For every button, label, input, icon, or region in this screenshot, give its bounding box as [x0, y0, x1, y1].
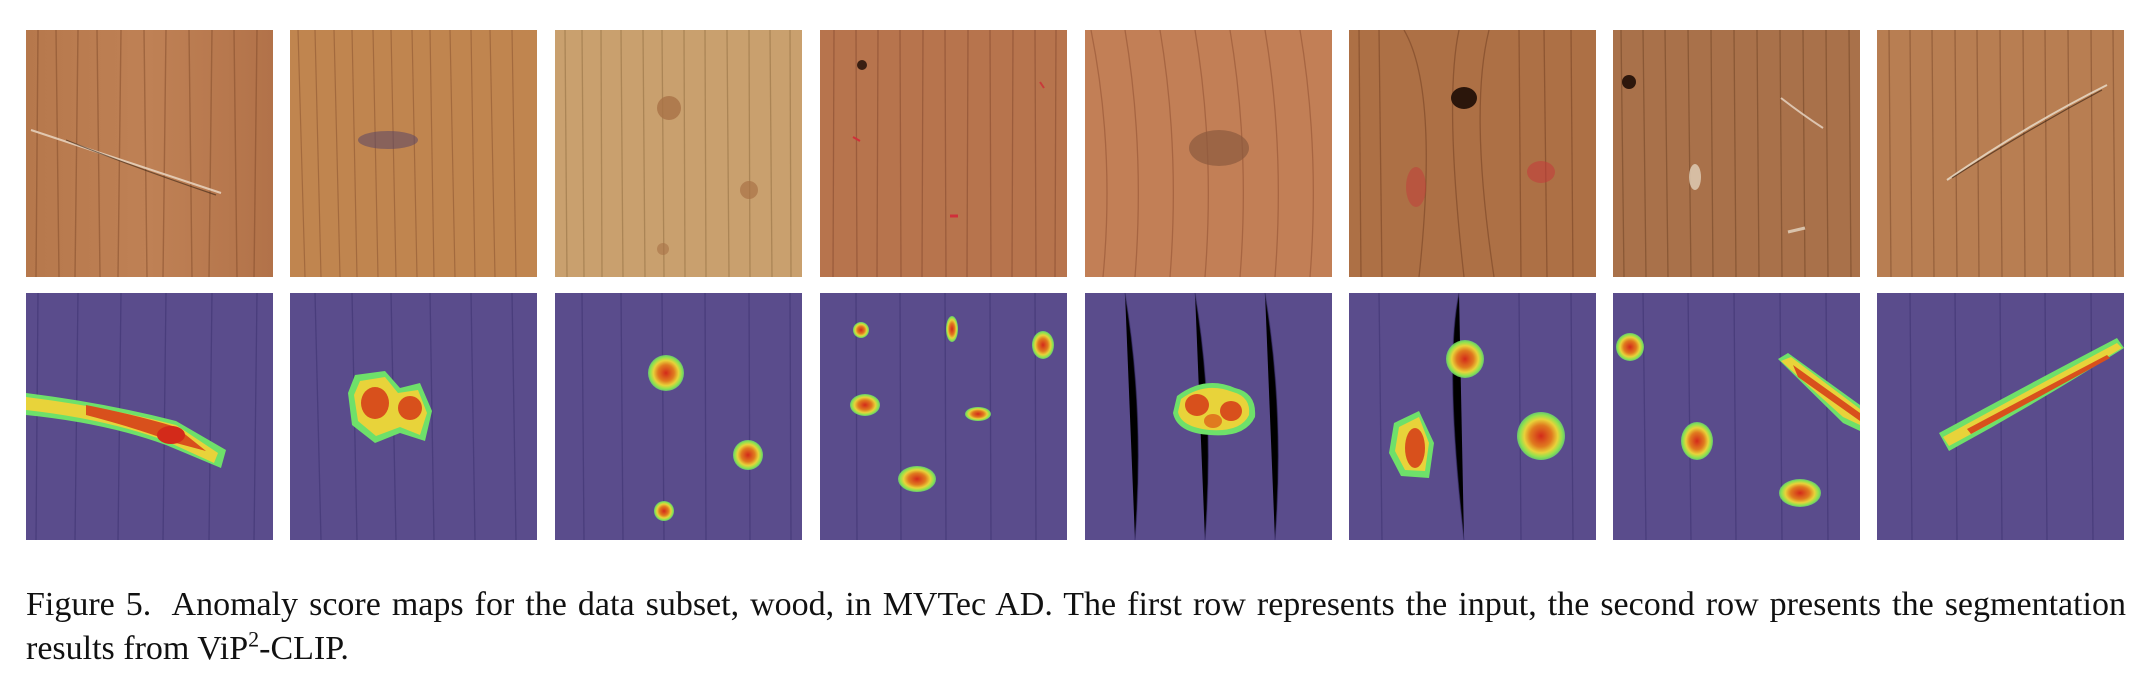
score-map-1	[26, 293, 273, 540]
score-map-3	[555, 293, 802, 540]
caption-label: Figure 5.	[26, 586, 152, 623]
input-image-4	[820, 30, 1067, 277]
score-map-4	[820, 293, 1067, 540]
figure-caption: Figure 5. Anomaly score maps for the dat…	[26, 583, 2126, 671]
input-image-3	[555, 30, 802, 277]
caption-text-end: -CLIP.	[259, 630, 349, 667]
score-map-8	[1877, 293, 2124, 540]
score-map-7	[1613, 293, 1860, 540]
input-image-7	[1613, 30, 1860, 277]
caption-text: Anomaly score maps for the data subset, …	[26, 586, 2126, 667]
score-map-6	[1349, 293, 1596, 540]
caption-superscript: 2	[248, 626, 260, 652]
input-image-2	[290, 30, 537, 277]
score-map-2	[290, 293, 537, 540]
input-image-8	[1877, 30, 2124, 277]
input-image-6	[1349, 30, 1596, 277]
input-image-1	[26, 30, 273, 277]
score-map-5	[1085, 293, 1332, 540]
input-image-5	[1085, 30, 1332, 277]
